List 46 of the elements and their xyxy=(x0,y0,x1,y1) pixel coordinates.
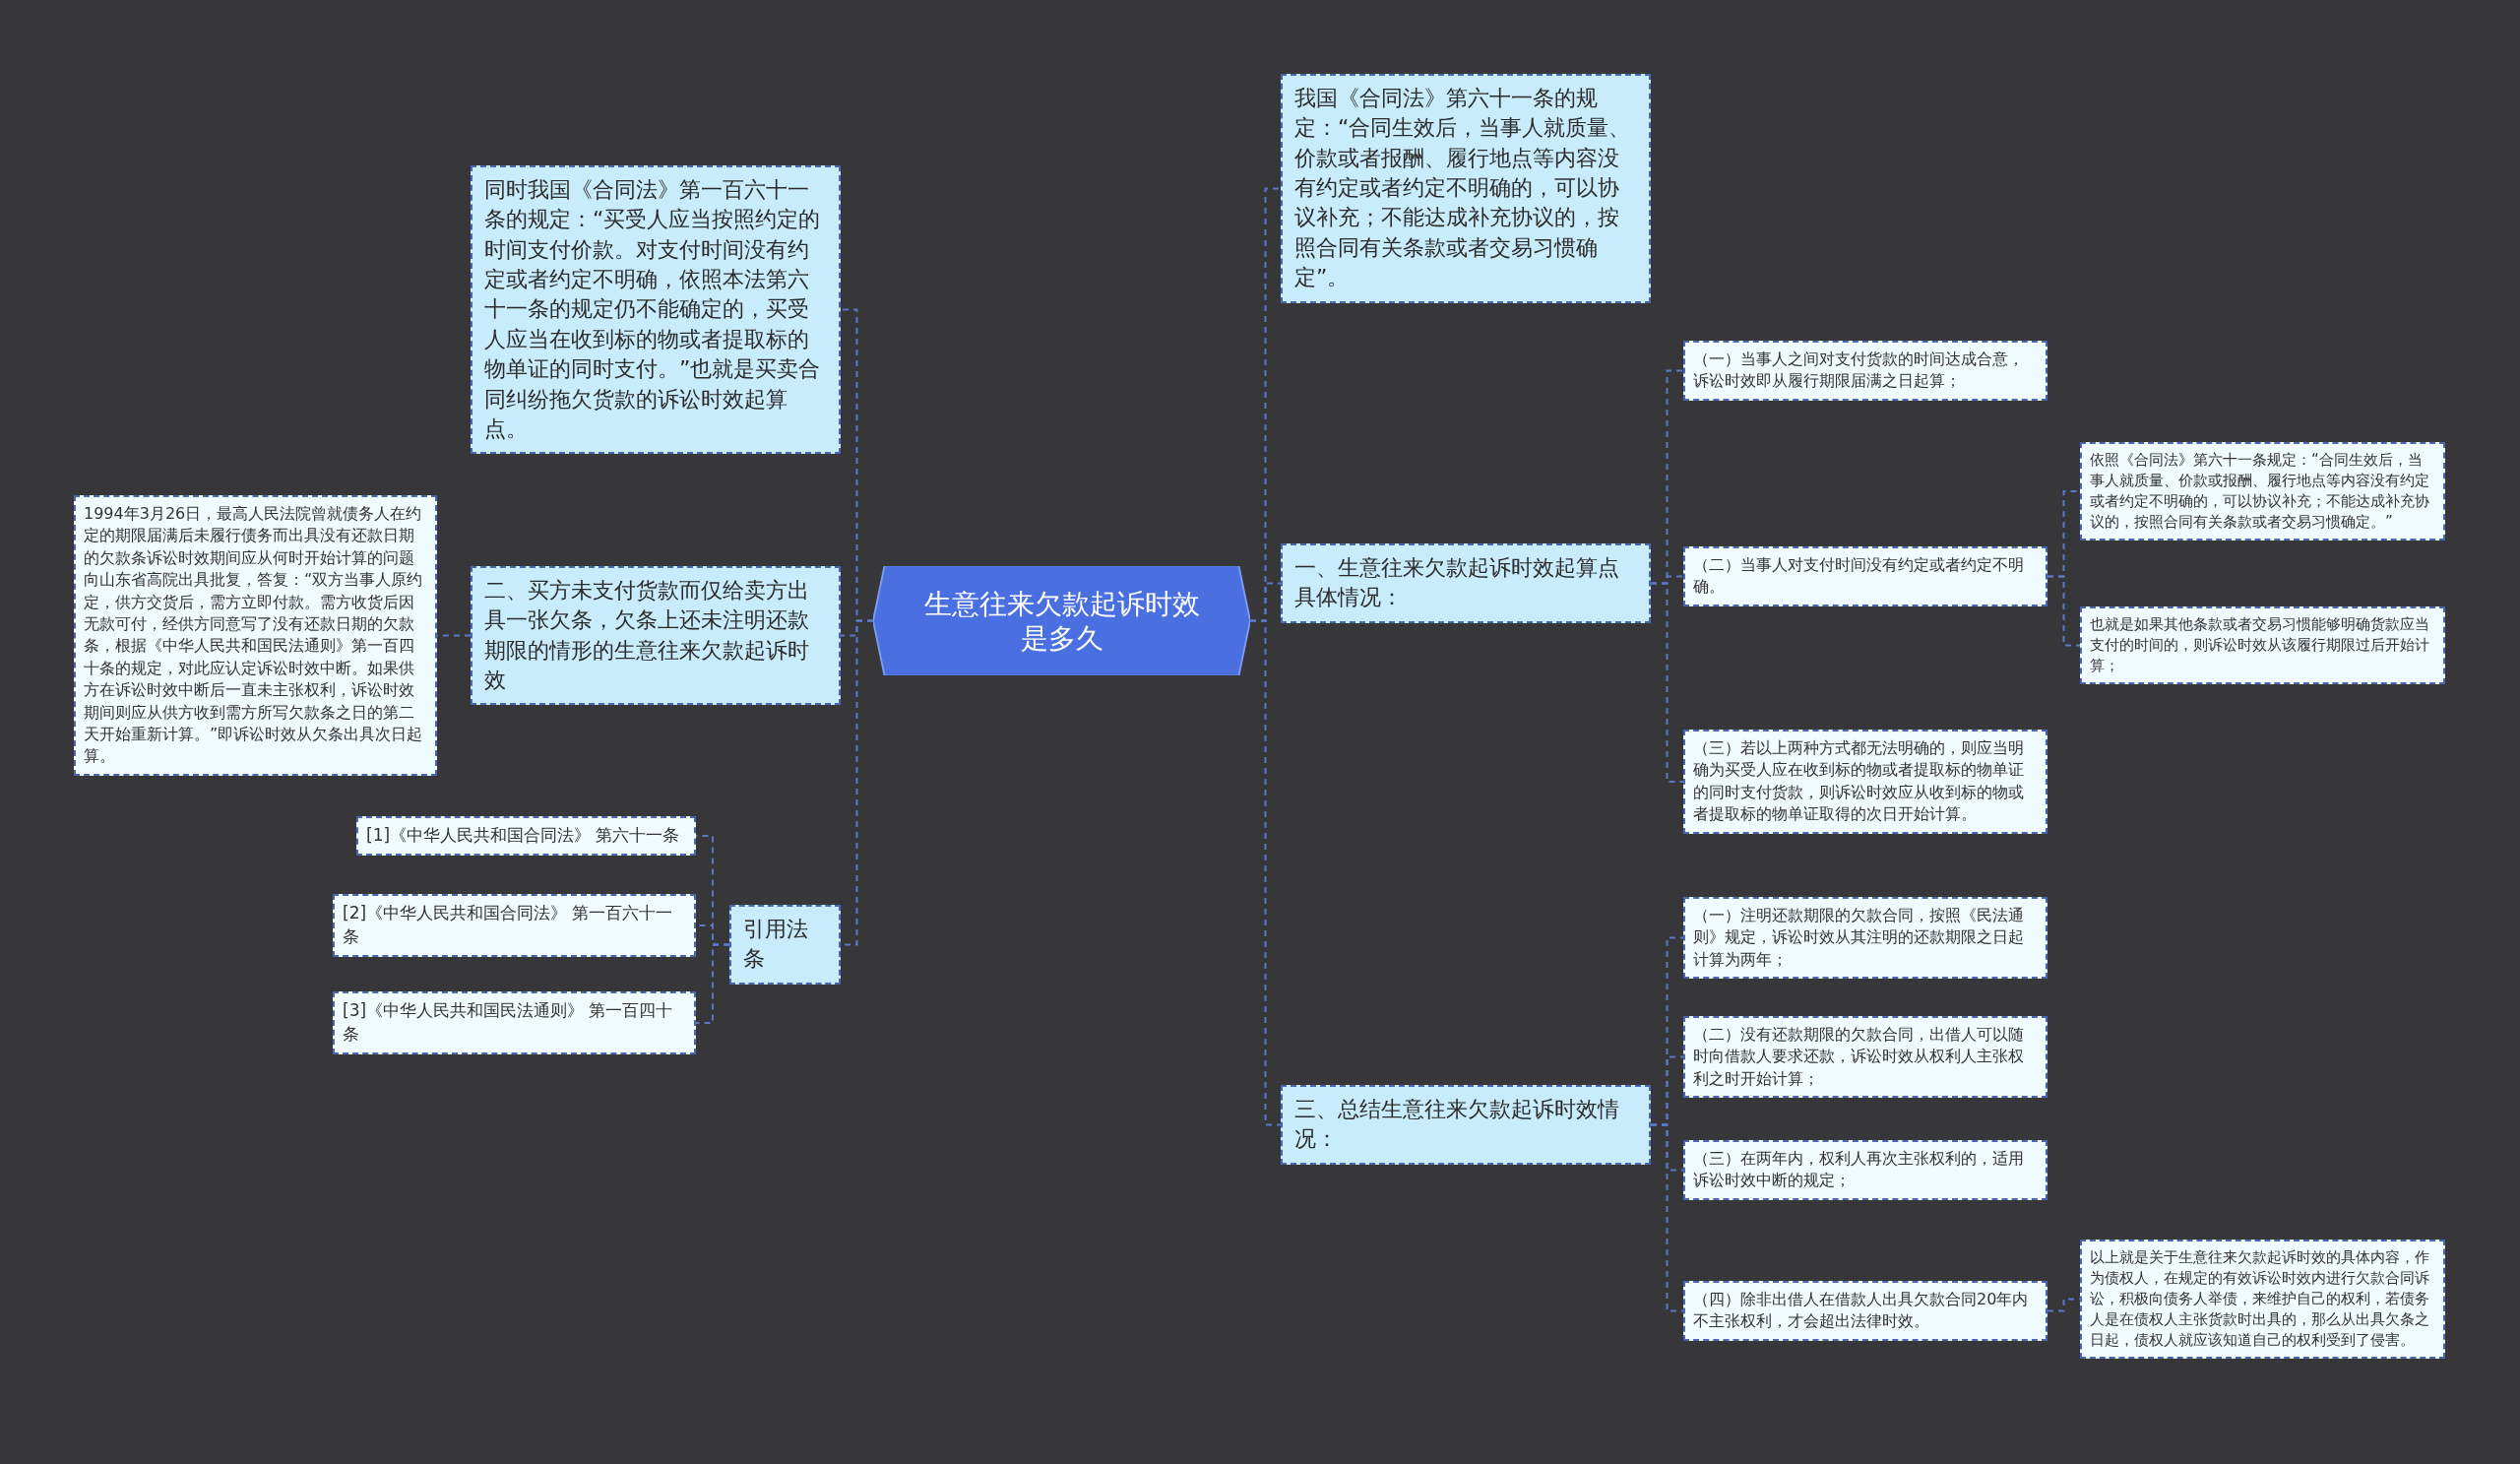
topic-text: （三）在两年内，权利人再次主张权利的，适用诉讼时效中断的规定； xyxy=(1693,1148,2025,1192)
note-box xyxy=(1683,730,2048,834)
topic-text: （四）除非出借人在借款人出具欠款合同20年内不主张权利，才会超出法律时效。 xyxy=(1693,1289,2030,1333)
connector-line xyxy=(1249,619,1282,1126)
topic-text: 以上就是关于生意往来欠款起诉时效的具体内容，作为债权人，在规定的有效诉讼时效内进行欠款合同诉讼，积极向债务人举债，来维护自己的权利，若债务人是在债权人主张货款时出具的，那么从出具欠条之日起，债权人就应该知道自己的权利受到了侵害。 xyxy=(2090,1247,2430,1351)
topic-text: （一）注明还款期限的欠款合同，按照《民法通则》规定，诉讼时效从其注明的还款期限之日起计算为两年； xyxy=(1693,905,2025,971)
topic-box xyxy=(1281,543,1651,623)
topic-text: （二）当事人对支付时间没有约定或者约定不明确。 xyxy=(1693,554,2025,599)
topic-text: 引用法条 xyxy=(743,916,809,974)
topic-text: 依照《合同法》第六十一条规定：“合同生效后，当事人就质量、价款或报酬、履行地点等内容没有约定或者约定不明确的，可以协议补充；不能达成补充协议的，按照合同有关条款或者交易习惯确定。” xyxy=(2090,450,2430,533)
connector-line xyxy=(1650,582,1684,783)
note-box xyxy=(333,894,696,957)
topic-text: 同时我国《合同法》第一百六十一条的规定：“买受人应当按照约定的时间支付价款。对支付时间没有约定或者约定不明确，依照本法第六十一条的规定仍不能确定的，买受人应当在收到标的物或者提取标的物单证的同时支付。”也就是买卖合同纠纷拖欠货款的诉讼时效起算点。 xyxy=(484,176,822,443)
topic-text: （一）当事人之间对支付货款的时间达成合意，诉讼时效即从履行期限届满之日起算； xyxy=(1693,349,2025,393)
topic-text: （二）没有还款期限的欠款合同，出借人可以随时向借款人要求还款，诉讼时效从权利人主张权利之时开始计算； xyxy=(1693,1024,2025,1090)
topic-text: [2]《中华人民共和国合同法》 第一百六十一条 xyxy=(343,902,674,948)
topic-text: 一、生意往来欠款起诉时效起算点具体情况： xyxy=(1294,554,1620,612)
root-topic-box xyxy=(873,566,1250,675)
topic-text: 也就是如果其他条款或者交易习惯能够明确货款应当支付的时间的，则诉讼时效从该履行期限过后开始计算； xyxy=(2090,614,2430,676)
topic-box xyxy=(1281,1085,1651,1165)
topic-text: [3]《中华人民共和国民法通则》 第一百四十条 xyxy=(343,999,674,1046)
note-box xyxy=(333,991,696,1054)
note-box xyxy=(2080,442,2445,541)
topic-text: 1994年3月26日，最高人民法院曾就债务人在约定的期限届满后未履行债务而出具没有还款日期的欠款条诉讼时效期间应从何时开始计算的问题向山东省高院出具批复，答复：“双方当事人原约定，供方交货后，需方立即付款。需方收货后因无款可付，经供方同意写了没有还款日期的欠款条，根据《中华人民共和国民法通则》第一百四十条的规定，对此应认定诉讼时效中断。如果供方在诉讼时效中断后一直未主张权利，诉讼时效期间则应从供方收到需方所写欠款条之日的第二天开始重新计算。”即诉讼时效从欠条出具次日起算。 xyxy=(84,503,424,768)
connector-line xyxy=(1650,1123,1684,1312)
note-box xyxy=(1683,341,2048,401)
note-box xyxy=(1683,897,2048,980)
topic-box xyxy=(471,566,841,706)
note-box xyxy=(1683,1281,2048,1341)
connector-line xyxy=(2047,575,2081,647)
note-box xyxy=(1683,546,2048,606)
note-box xyxy=(2080,1240,2445,1359)
topic-text: 我国《合同法》第六十一条的规定：“合同生效后，当事人就质量、价款或者报酬、履行地点等内容没有约定或者约定不明确的，可以协议补充；不能达成补充协议的，按照合同有关条款或者交易习惯确定”。 xyxy=(1294,85,1632,292)
connector-line xyxy=(695,943,730,1024)
topic-box xyxy=(471,165,841,455)
topic-text: 三、总结生意往来欠款起诉时效情况： xyxy=(1294,1096,1620,1154)
note-box xyxy=(2080,606,2445,684)
note-box xyxy=(1683,1016,2048,1099)
root-topic-text: 生意往来欠款起诉时效是多久 xyxy=(922,586,1201,656)
topic-text: [1]《中华人民共和国合同法》 第六十一条 xyxy=(366,824,681,847)
topic-box xyxy=(729,905,841,985)
note-box xyxy=(356,816,696,856)
note-box xyxy=(1683,1140,2048,1200)
topic-text: （三）若以上两种方式都无法明确的，则应当明确为买受人应在收到标的物或者提取标的物单证的同时支付货款，则诉讼时效应从收到标的物或者提取标的物单证取得的次日开始计算。 xyxy=(1693,737,2025,826)
topic-box xyxy=(1281,74,1651,303)
topic-text: 二、买方未支付货款而仅给卖方出具一张欠条，欠条上还未注明还款期限的情形的生意往来欠款起诉时效 xyxy=(484,577,810,695)
